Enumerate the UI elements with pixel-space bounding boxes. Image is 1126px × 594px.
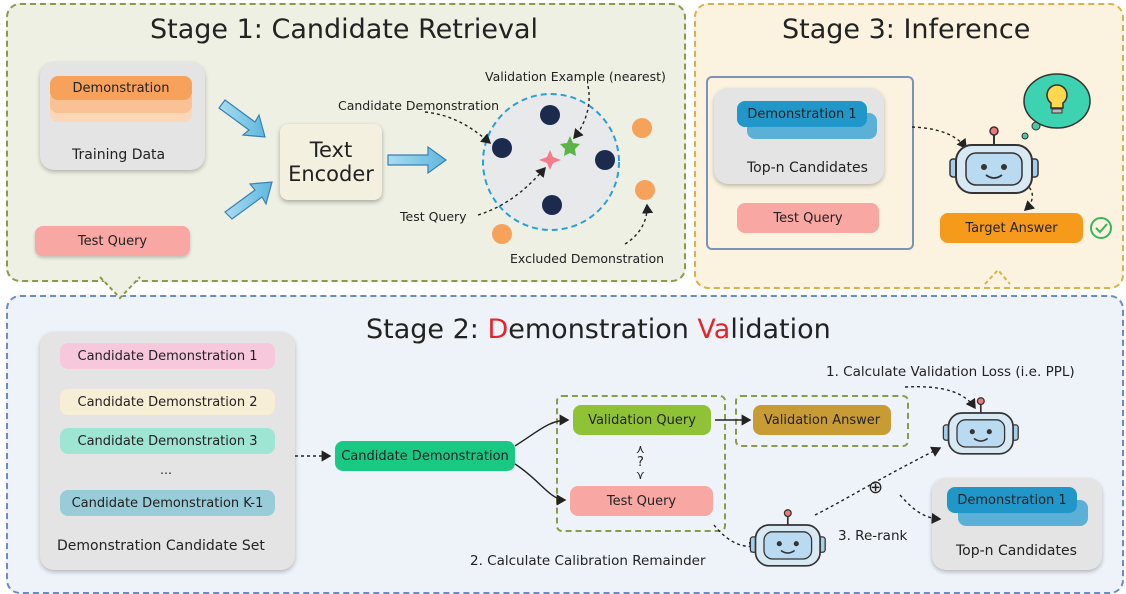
check-circle-icon	[1090, 217, 1112, 239]
answer-group	[735, 395, 909, 447]
stage3-test-query: Test Query	[737, 203, 879, 233]
annot-test-query: Test Query	[400, 209, 467, 224]
training-data-label: Training Data	[72, 147, 166, 163]
star-icon	[560, 136, 580, 156]
candidate-ellipsis: ...	[160, 462, 172, 477]
stage3-candidates-label: Top-n Candidates	[747, 160, 868, 176]
excluded-dot	[635, 180, 655, 200]
stage2-candidates-label: Top-n Candidates	[956, 543, 1077, 559]
lightbulb-icon	[1021, 73, 1091, 140]
arrow-icon	[218, 99, 448, 220]
robot-icon	[749, 509, 826, 567]
target-answer: Target Answer	[940, 213, 1083, 243]
annot-candidate-demo: Candidate Demonstration	[338, 98, 500, 113]
step1-label: 1. Calculate Validation Loss (i.e. PPL)	[826, 364, 1075, 380]
step2-label: 2. Calculate Calibration Remainder	[470, 553, 706, 569]
candidate-dot	[492, 138, 512, 158]
test-query-star	[539, 150, 561, 170]
robot-icon	[942, 397, 1019, 455]
candidate-dot	[540, 105, 560, 125]
stage2-title: Stage 2: Demonstration Validation	[366, 314, 831, 345]
demo-stack-front: Demonstration	[50, 76, 192, 100]
candidate-demo-3: Candidate Demonstration 3	[60, 428, 275, 454]
candidate-demo-1: Candidate Demonstration 1	[60, 343, 275, 369]
stage3-pointer	[984, 268, 1011, 285]
candidate-dot	[595, 150, 615, 170]
stage1-title: Stage 1: Candidate Retrieval	[150, 14, 539, 45]
validation-answer: Validation Answer	[753, 405, 891, 435]
stage2-candidate-demo: Candidate Demonstration	[335, 441, 515, 471]
validation-query: Validation Query	[573, 405, 711, 435]
candidate-set-label: Demonstration Candidate Set	[57, 538, 265, 554]
stage2-title-prefix: Stage 2:	[366, 314, 488, 345]
encoder-line1: Text	[309, 138, 353, 162]
candidate-demo-k-1: Candidate Demonstration K-1	[60, 490, 275, 516]
stage2-test-query: Test Query	[570, 486, 713, 516]
embedding-dots	[492, 105, 655, 244]
robot-icon	[949, 126, 1039, 194]
stage1-test-query: Test Query	[35, 226, 190, 256]
excluded-dot	[632, 118, 652, 138]
relation-mid: ?	[637, 455, 644, 470]
candidate-demo-2: Candidate Demonstration 2	[60, 389, 275, 415]
plus-symbol: ⊕	[868, 477, 884, 498]
encoder-line2: Encoder	[288, 162, 374, 186]
step3-label: 3. Re-rank	[838, 528, 908, 544]
query-group	[556, 395, 726, 532]
stage3-title: Stage 3: Inference	[782, 14, 1031, 45]
text-encoder: Text Encoder	[280, 124, 382, 200]
stage1-pointer	[99, 276, 141, 300]
stage3-demo-front: Demonstration 1	[737, 101, 867, 127]
stage2-title-suffix: lidation	[730, 314, 831, 345]
stage2-title-va: Va	[697, 314, 731, 345]
stage3-group	[706, 76, 914, 250]
annot-excluded-demo: Excluded Demonstration	[510, 251, 665, 266]
relation-top: ⋏	[636, 442, 645, 456]
candidate-dot	[542, 195, 562, 215]
stage2-title-mid: emonstration	[508, 314, 698, 345]
stage2-demo-front: Demonstration 1	[947, 487, 1077, 513]
annot-validation-example: Validation Example (nearest)	[485, 69, 666, 84]
relation-bot: ⋎	[636, 468, 645, 482]
stage2-title-d: D	[487, 314, 509, 345]
excluded-dot	[492, 224, 512, 244]
